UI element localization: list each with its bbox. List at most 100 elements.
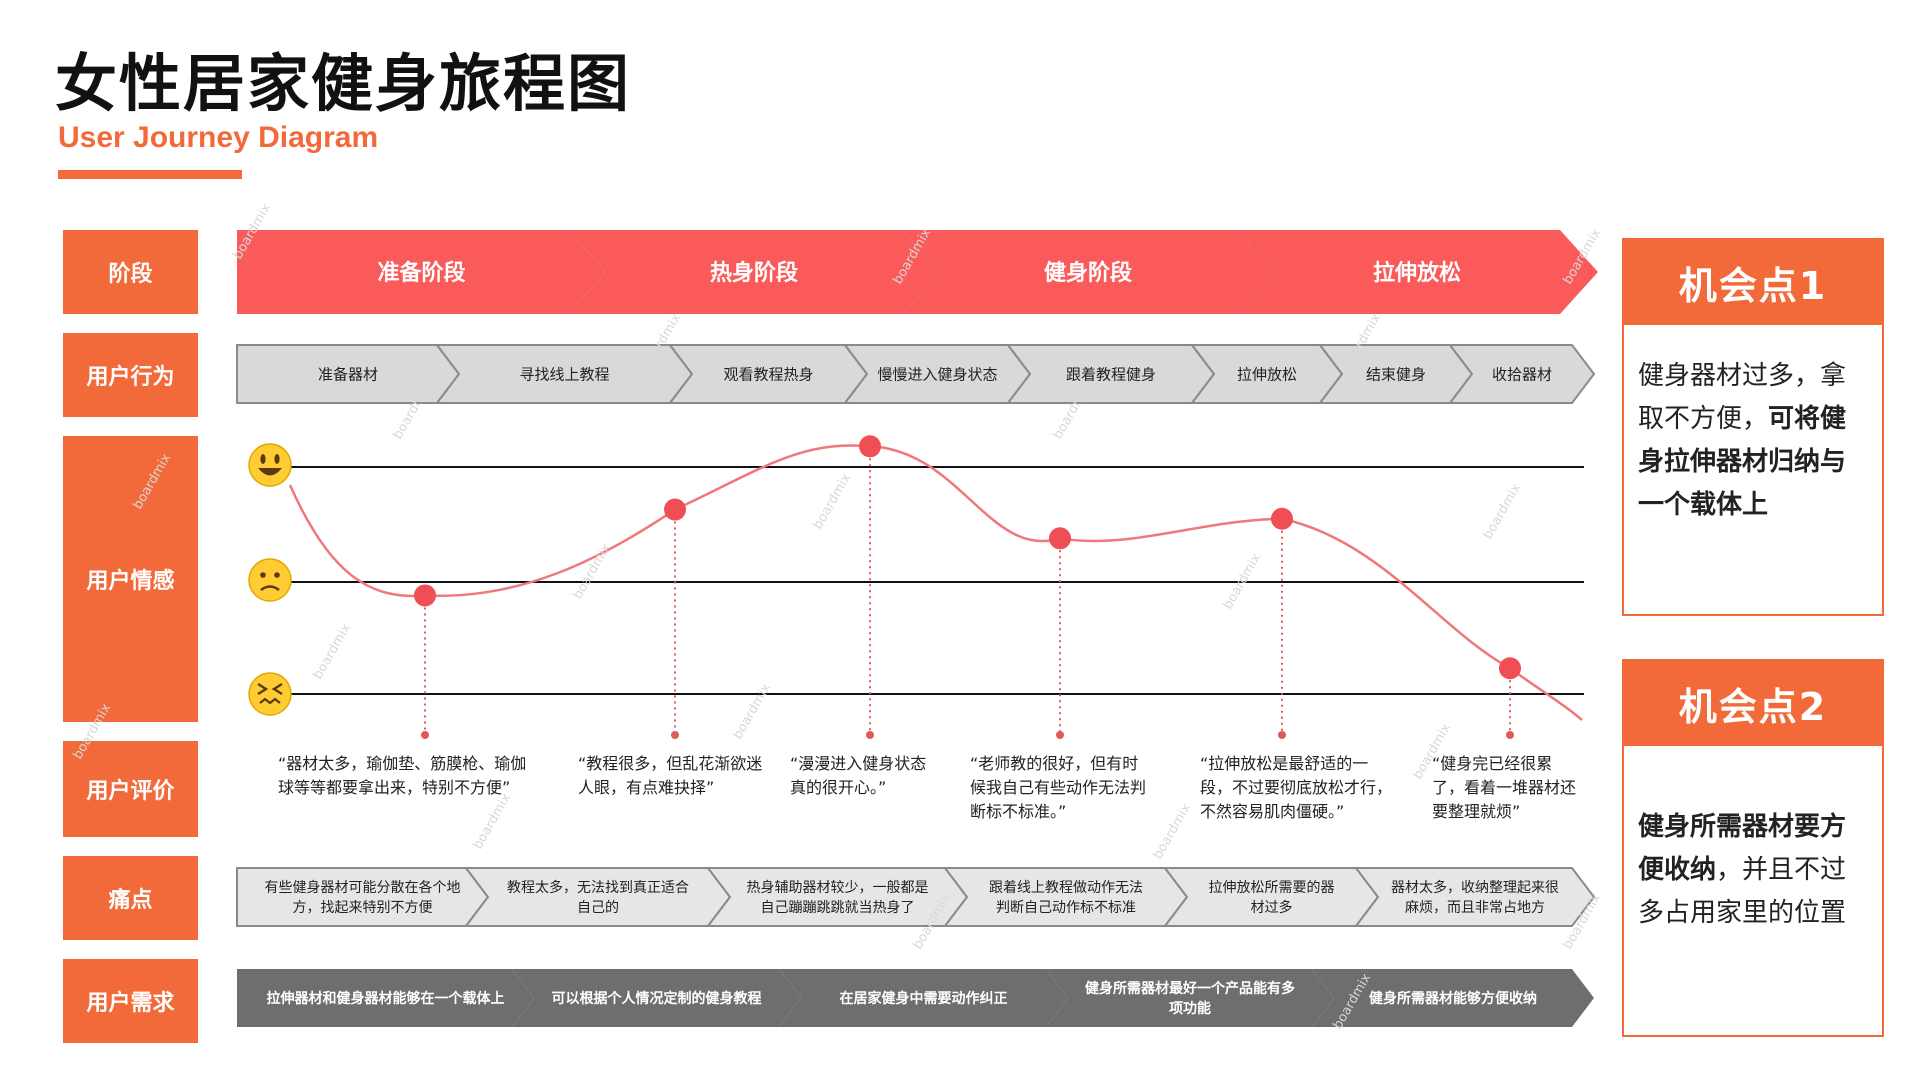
need-chevron-shape: [237, 969, 534, 1027]
pain-chevron-5: 拉伸放松所需要的器材过多: [1162, 867, 1380, 927]
user-review-4: “老师教的很好，但有时 候我自己有些动作无法判 断标不标准。”: [970, 754, 1147, 821]
pain-chevron-1: 有些健身器材可能分散在各个地方，找起来特别不方便: [236, 867, 490, 927]
opportunity-bold-1: 可将健身拉伸器材归纳与一个载体上: [1638, 404, 1847, 520]
opportunity-plain-2: ，并且不过多占用家里的位置: [1638, 855, 1847, 928]
user-review-2: “教程很多，但乱花渐欲迷 人眼，有点难抉择”: [578, 754, 763, 797]
opportunity-text-1: 健身器材过多，拿取不方便，可将健身拉伸器材归纳与一个载体上: [1624, 325, 1882, 539]
pain-chevron-label: 有些健身器材可能分散在各个地方，找起来特别不方便: [265, 880, 461, 916]
row-label-behavior: 用户行为: [63, 333, 198, 417]
stage-chevron-label: 准备阶段: [377, 260, 465, 286]
emotion-point-1: [414, 584, 436, 607]
page-subtitle: User Journey Diagram: [58, 121, 379, 154]
stage-chevron-label: 健身阶段: [1044, 260, 1132, 286]
opportunity-text-2: 健身所需器材要方便收纳，并且不过多占用家里的位置: [1624, 746, 1882, 947]
need-chevron-2: 可以根据个人情况定制的健身教程: [512, 969, 801, 1027]
stage-chevron-shape: [902, 230, 1274, 314]
watermark-text: boardmix: [570, 541, 614, 602]
pain-chevron-label: 器材太多，收纳整理起来很麻烦，而且非常占地方: [1391, 879, 1559, 916]
behavior-chevron-label: 准备器材: [318, 365, 378, 383]
emotion-point-4: [1049, 527, 1071, 550]
title-underline: [58, 170, 242, 179]
row-label-needs: 用户需求: [63, 959, 198, 1043]
happy-face-icon: [248, 443, 292, 487]
need-chevron-1: 拉伸器材和健身器材能够在一个载体上: [237, 969, 534, 1027]
need-chevron-label: 可以根据个人情况定制的健身教程: [552, 990, 762, 1007]
emotion-point-3: [859, 435, 881, 458]
neutral-face-icon: [248, 558, 292, 602]
user-review-1: “器材太多，瑜伽垫、筋膜枪、瑜伽 球等等都要拿出来，特别不方便”: [278, 754, 527, 797]
pain-chevron-label: 教程太多，无法找到真正适合自己的: [507, 879, 689, 916]
watermark-text: boardmix: [130, 451, 174, 512]
watermark-text: boardmix: [70, 701, 114, 762]
watermark-text: boardmix: [470, 791, 514, 852]
emotion-curve: [288, 444, 1583, 721]
need-chevron-label: 健身所需器材最好一个产品能有多项功能: [1085, 980, 1295, 1017]
user-review-3: “漫漫进入健身状态 真的很开心。”: [790, 754, 927, 797]
stage-chevron-3: 健身阶段: [902, 230, 1274, 314]
behavior-chevron-label: 观看教程热身: [723, 365, 813, 383]
emotion-anchor-dot-3: [866, 731, 874, 739]
stage-chevron-label: 热身阶段: [710, 260, 798, 286]
need-chevron-4: 健身所需器材最好一个产品能有多项功能: [1046, 969, 1334, 1027]
pain-chevron-shape: [1353, 867, 1596, 927]
pain-chevron-shape: [1162, 867, 1380, 927]
opportunity-title-2: 机会点2: [1624, 661, 1882, 746]
page-title: 女性居家健身旅程图: [55, 47, 632, 120]
stage-chevron-shape: [568, 230, 940, 314]
behavior-chevron-label: 慢慢进入健身状态: [877, 365, 997, 383]
row-label-pain: 痛点: [63, 856, 198, 940]
behavior-chevron-shape: [1447, 344, 1596, 404]
behavior-chevron-6: 拉伸放松: [1189, 344, 1344, 404]
stage-chevron-label: 拉伸放松: [1373, 260, 1461, 286]
watermark-text: boardmix: [730, 681, 774, 742]
pain-chevron-shape: [463, 867, 732, 927]
behavior-chevron-label: 收拾器材: [1492, 365, 1552, 383]
need-chevron-label: 拉伸器材和健身器材能够在一个载体上: [267, 990, 505, 1007]
need-chevron-shape: [779, 969, 1068, 1027]
pain-chevron-4: 跟着线上教程做动作无法判断自己动作标不标准: [942, 867, 1189, 927]
watermark-text: boardmix: [810, 471, 854, 532]
row-label-stage: 阶段: [63, 230, 198, 314]
watermark-text: boardmix: [1150, 801, 1194, 862]
watermark-text: boardmix: [310, 621, 354, 682]
need-chevron-3: 在居家健身中需要动作纠正: [779, 969, 1068, 1027]
behavior-chevron-label: 寻找线上教程: [519, 365, 609, 383]
watermark-text: boardmix: [1480, 481, 1524, 542]
opportunity-card-1: 机会点1 健身器材过多，拿取不方便，可将健身拉伸器材归纳与一个载体上: [1622, 238, 1884, 616]
need-chevron-shape: [512, 969, 801, 1027]
emotion-anchor-dot-2: [671, 731, 679, 739]
behavior-chevron-4: 慢慢进入健身状态: [842, 344, 1032, 404]
stage-chevron-2: 热身阶段: [568, 230, 940, 314]
pain-chevron-shape: [236, 867, 490, 927]
emotion-anchor-dot-4: [1056, 731, 1064, 739]
row-label-emotion: 用户情感: [63, 436, 198, 722]
opportunity-plain-1: 健身器材过多，拿取不方便，: [1638, 361, 1847, 434]
emotion-point-5: [1271, 507, 1293, 530]
stage-chevron-1: 准备阶段: [237, 230, 606, 314]
user-review-6: “健身完已经很累 了，看着一堆器材还 要整理就烦”: [1432, 754, 1577, 821]
need-chevron-label: 在居家健身中需要动作纠正: [840, 990, 1008, 1007]
behavior-chevron-8: 收拾器材: [1447, 344, 1596, 404]
opportunity-bold-2: 健身所需器材要方便收纳: [1638, 812, 1847, 885]
stage-chevron-4: 拉伸放松: [1236, 230, 1598, 314]
need-chevron-label: 健身所需器材能够方便收纳: [1369, 990, 1537, 1007]
emotion-anchor-dot-5: [1278, 731, 1286, 739]
emotion-point-2: [664, 498, 686, 521]
opportunity-card-2: 机会点2 健身所需器材要方便收纳，并且不过多占用家里的位置: [1622, 659, 1884, 1037]
opportunity-title-1: 机会点1: [1624, 240, 1882, 325]
pain-chevron-label: 拉伸放松所需要的器材过多: [1209, 880, 1335, 916]
pain-chevron-shape: [942, 867, 1189, 927]
behavior-chevron-label: 拉伸放松: [1237, 365, 1297, 383]
need-chevron-shape: [1312, 969, 1594, 1027]
pain-chevron-6: 器材太多，收纳整理起来很麻烦，而且非常占地方: [1353, 867, 1596, 927]
behavior-chevron-label: 结束健身: [1366, 365, 1426, 383]
need-chevron-5: 健身所需器材能够方便收纳: [1312, 969, 1594, 1027]
pain-chevron-2: 教程太多，无法找到真正适合自己的: [463, 867, 732, 927]
behavior-chevron-3: 观看教程热身: [667, 344, 869, 404]
emotion-anchor-dot-1: [421, 731, 429, 739]
behavior-chevron-label: 跟着教程健身: [1066, 365, 1156, 383]
emotion-point-6: [1499, 657, 1521, 680]
stage-chevron-shape: [1236, 230, 1598, 314]
need-chevron-shape: [1046, 969, 1334, 1027]
